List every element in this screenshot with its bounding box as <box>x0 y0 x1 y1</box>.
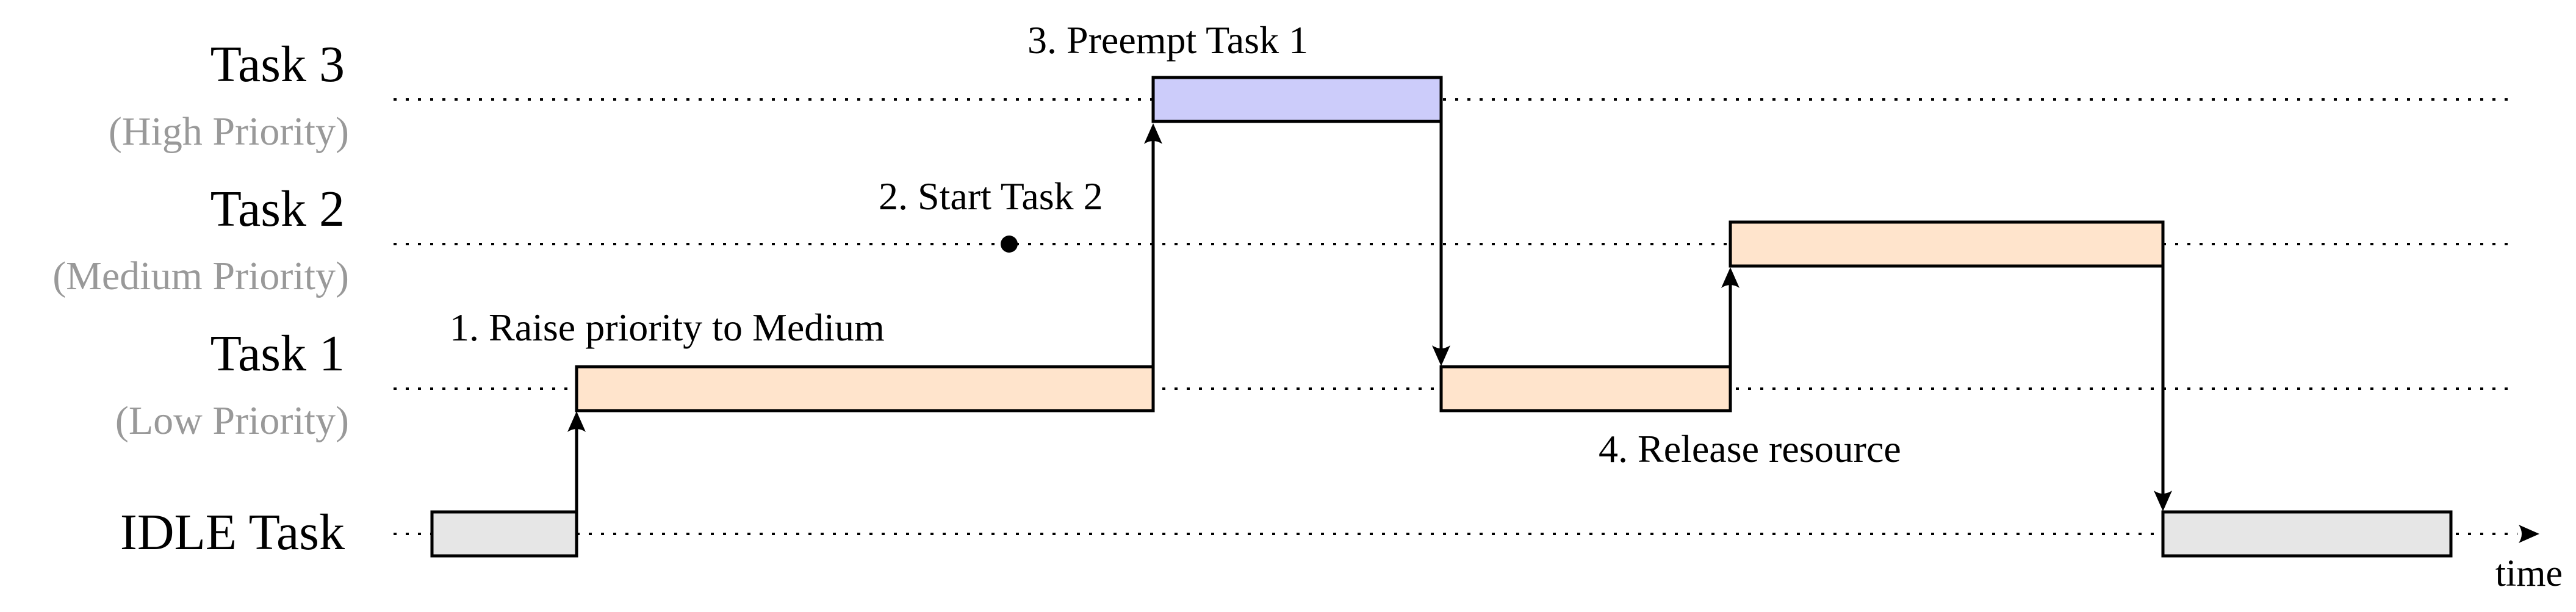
annotation-release-resource: 4. Release resource <box>1599 427 1901 470</box>
arrow-idle-to-task1-arrowhead-icon <box>567 411 586 432</box>
task3-bar <box>1151 76 1443 123</box>
lane-sublabel-task3-priority: (High Priority) <box>108 109 349 154</box>
start-task2-event-dot <box>1001 236 1018 253</box>
arrow-task3-to-task1-arrowhead-icon <box>1432 345 1450 366</box>
arrow-task1-to-task2-arrowhead-icon <box>1721 267 1740 288</box>
annotation-preempt-task1: 3. Preempt Task 1 <box>1027 18 1309 62</box>
time-axis-arrowhead-icon <box>2519 525 2539 543</box>
task2-bar <box>1729 220 2165 268</box>
lane-sublabel-task1-priority: (Low Priority) <box>115 398 349 443</box>
annotation-start-task2: 2. Start Task 2 <box>879 175 1103 218</box>
time-axis-label: time <box>2495 553 2563 594</box>
idle-bar-2 <box>2161 510 2453 558</box>
lane-sublabel-task2-priority: (Medium Priority) <box>52 254 349 298</box>
lane-label-idle-task: IDLE Task <box>120 504 345 561</box>
task1-bar-2 <box>1439 365 1732 412</box>
task1-bar-1 <box>575 365 1155 412</box>
arrow-task1-to-task3-arrowhead-icon <box>1144 123 1162 144</box>
lane-label-task2: Task 2 <box>210 181 345 237</box>
lane-label-task3: Task 3 <box>210 36 345 93</box>
lane-label-task1: Task 1 <box>210 325 345 382</box>
annotation-raise-priority: 1. Raise priority to Medium <box>450 306 885 349</box>
idle-bar-1 <box>430 510 578 558</box>
arrow-task2-to-idle-arrowhead-icon <box>2154 491 2172 511</box>
